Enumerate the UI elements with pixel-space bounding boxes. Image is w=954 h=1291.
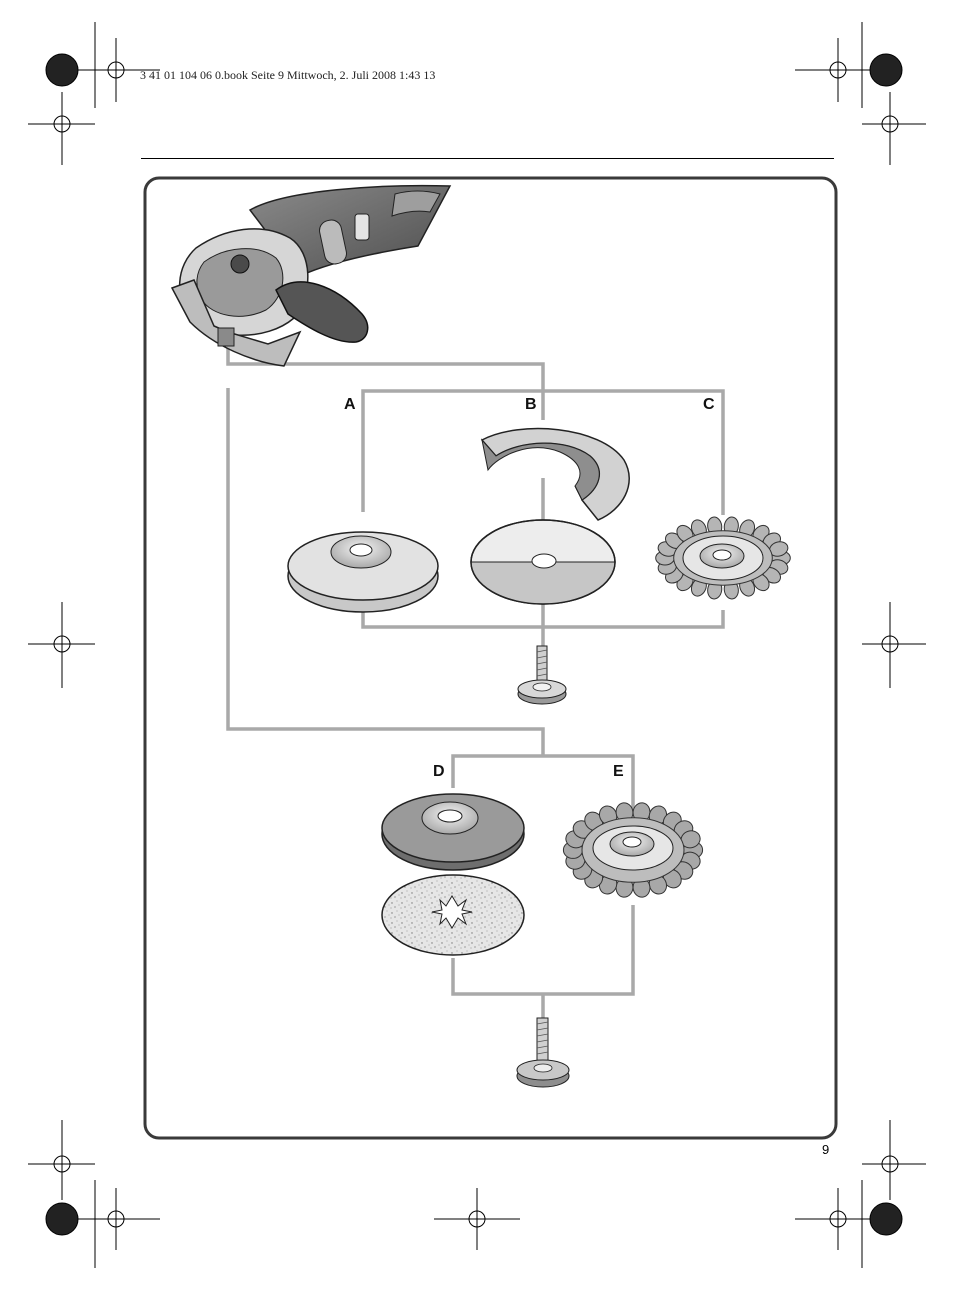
page-number: 9 [822,1142,830,1157]
sanding-disc-d [381,874,525,956]
protective-guard-b [480,427,630,521]
wire-brush-c [655,516,791,600]
print-header-info: 3 41 01 104 06 0.book Seite 9 Mittwoch, … [140,68,436,82]
wire-brush-e [562,802,704,898]
crop-mark-bottom-right [795,1120,926,1268]
flange-nut-lower [516,1017,570,1088]
figure-frame [143,176,838,1140]
crop-mark-bottom-left [28,1120,160,1268]
radial-target-icon [45,53,79,87]
crop-mark-bottom-center [434,1188,520,1250]
crop-mark-middle-right [862,602,926,688]
label-b: B [525,396,537,413]
radial-target-icon [869,53,903,87]
crop-mark-top-left [28,22,160,165]
label-c: C [703,396,715,413]
registration-marks [28,22,926,1268]
label-d: D [433,763,445,780]
radial-target-icon [45,1202,79,1236]
header-rule [141,158,834,159]
cutting-disc-b [470,519,616,605]
support-flange-disc-a [287,531,439,613]
crop-mark-middle-left [28,602,95,688]
label-a: A [344,396,356,413]
flange-nut-upper [517,645,567,705]
crop-mark-top-right [795,22,926,165]
connector-lines [226,340,725,1018]
angle-grinder-illustration [170,184,452,367]
backing-pad-d [381,793,525,871]
radial-target-icon [869,1202,903,1236]
label-e: E [613,763,624,780]
